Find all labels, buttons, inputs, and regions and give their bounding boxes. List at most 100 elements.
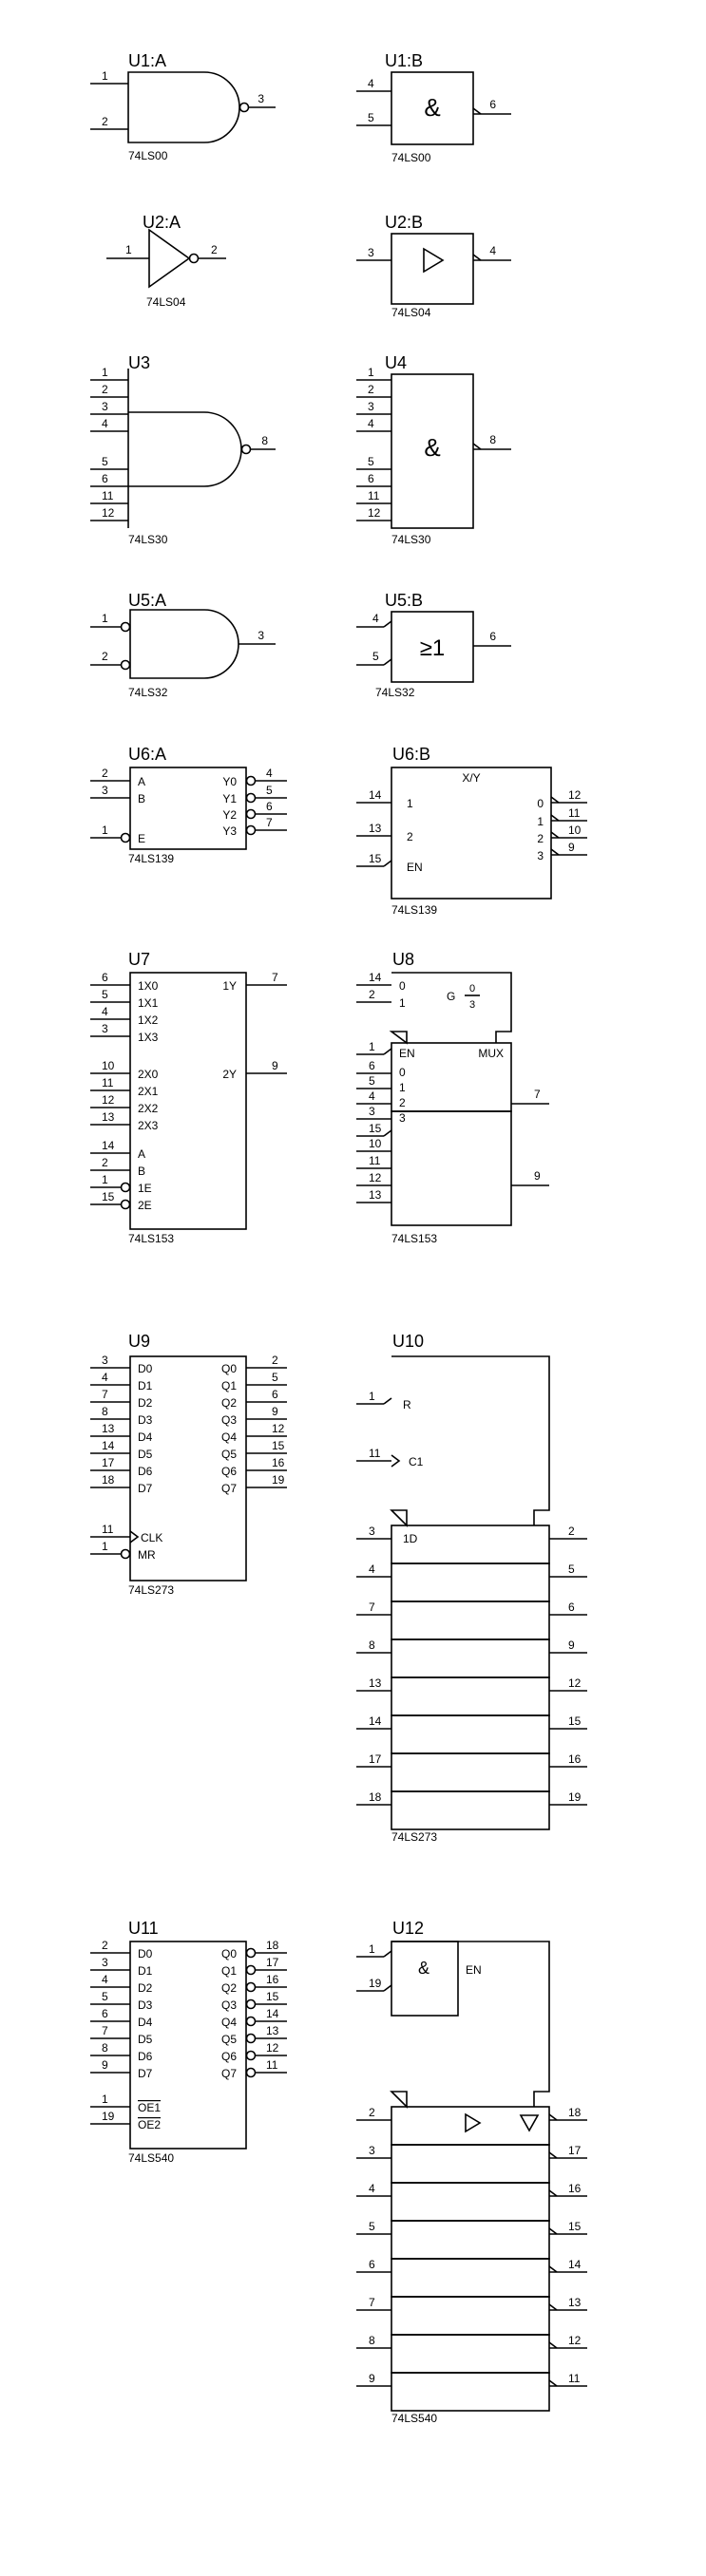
pin-number: 12	[568, 1676, 582, 1690]
part-number: 74LS540	[391, 2412, 437, 2425]
pin-label: D0	[138, 1947, 153, 1960]
buffer-triangle	[423, 247, 445, 274]
pin-number: 2	[102, 115, 108, 128]
pin-label: Y1	[222, 792, 237, 805]
pin-label: D0	[138, 1362, 153, 1375]
pin-number: 11	[369, 1447, 381, 1460]
active-low-indicator	[548, 2379, 558, 2387]
register-cell	[391, 1714, 550, 1754]
pin-number: 7	[272, 971, 278, 984]
function-symbol: &	[418, 1959, 429, 1978]
pin-number: 7	[266, 816, 273, 829]
pin-number: 13	[369, 822, 382, 835]
inversion-bubble	[120, 1199, 131, 1210]
pin-number: 5	[369, 1074, 375, 1088]
u7-multiplexer: U761X051X141X231X3102X0112X1122X2132X314…	[90, 950, 287, 1245]
pin-label: 1X2	[138, 1013, 159, 1027]
pin-label: B	[138, 1165, 145, 1178]
active-low-indicator	[472, 107, 482, 115]
u9-register: U93D04D17D28D313D414D517D618D711CLK1MR2Q…	[90, 1332, 287, 1597]
register-cell	[391, 1638, 550, 1678]
pin-number: 4	[368, 417, 374, 430]
part-number: 74LS273	[391, 1830, 437, 1844]
reference-designator: U6:B	[392, 745, 430, 764]
pin-number: 6	[368, 472, 374, 485]
pin-number: 1	[368, 366, 374, 379]
pin-number: 3	[368, 246, 374, 259]
pin-label: Q3	[221, 1998, 237, 2012]
pin-number: 1	[369, 1942, 375, 1956]
pin-number: 17	[266, 1956, 279, 1969]
pin-number: 11	[568, 806, 581, 820]
pin-label: EN	[407, 861, 423, 874]
pin-number: 4	[372, 612, 379, 625]
pin-label: 2	[537, 832, 544, 845]
reference-designator: U5:B	[385, 591, 423, 610]
clock-indicator	[129, 1530, 140, 1544]
pin-number: 12	[568, 2334, 582, 2347]
inversion-bubble	[245, 824, 257, 836]
reference-designator: U5:A	[128, 591, 166, 610]
pin-number: 4	[369, 2182, 375, 2195]
pin-number: 11	[266, 2058, 278, 2072]
pin-number: 5	[368, 111, 374, 124]
pin-number: 12	[266, 2041, 279, 2055]
inversion-bubble	[188, 253, 200, 264]
pin-number: 3	[102, 400, 108, 413]
pin-label: 2X0	[138, 1068, 159, 1081]
pin-number: 4	[102, 1005, 108, 1018]
pin-number: 6	[102, 472, 108, 485]
pin-label: Y3	[222, 824, 237, 838]
pin-number: 16	[568, 2182, 582, 2195]
pin-number: 7	[534, 1088, 541, 1101]
pin-label: D4	[138, 2016, 153, 2029]
pin-number: 4	[102, 417, 108, 430]
pin-number: 2	[369, 2106, 375, 2119]
register-cell	[391, 1676, 550, 1716]
pin-number: 9	[272, 1059, 278, 1072]
inversion-bubble	[120, 1548, 131, 1560]
pin-number: 2	[369, 988, 375, 1001]
pin-label: 2	[407, 830, 413, 843]
pin-number: 6	[272, 1388, 278, 1401]
active-low-indicator	[548, 2227, 558, 2235]
control-block	[390, 1355, 550, 1527]
function-symbol: &	[424, 433, 440, 462]
inversion-bubble	[120, 621, 131, 633]
inversion-bubble	[245, 2033, 257, 2044]
reference-designator: U1:B	[385, 51, 423, 70]
active-low-indicator	[472, 254, 482, 261]
pin-label: 1D	[403, 1532, 418, 1545]
pin-label: B	[138, 792, 145, 805]
pin-number: 9	[568, 1638, 575, 1652]
block-outline	[391, 767, 552, 900]
part-number: 74LS32	[128, 686, 168, 699]
pin-label: 2X3	[138, 1119, 159, 1132]
pin-number: 5	[369, 2220, 375, 2233]
active-low-indicator	[548, 2151, 558, 2159]
reference-designator: U11	[128, 1919, 159, 1938]
inversion-bubble	[245, 808, 257, 820]
pin-label: Q1	[221, 1379, 237, 1392]
pin-number: 6	[266, 800, 273, 813]
active-low-indicator	[550, 831, 560, 839]
pin-number: 18	[102, 1473, 115, 1487]
pin-number: 14	[102, 1439, 115, 1452]
pin-number: 2	[102, 650, 108, 663]
function-symbol: ≥1	[420, 635, 446, 661]
function-symbol: X/Y	[462, 771, 480, 785]
pin-number: 2	[368, 383, 374, 396]
part-number: 74LS153	[128, 1232, 174, 1245]
pin-number: 11	[568, 2372, 581, 2385]
pin-number: 12	[272, 1422, 285, 1435]
pin-number: 13	[369, 1676, 382, 1690]
part-number: 74LS00	[128, 149, 168, 162]
pin-number: 3	[258, 92, 264, 105]
pin-number: 7	[102, 1388, 108, 1401]
active-low-indicator	[548, 2341, 558, 2349]
pin-number: 8	[102, 1405, 108, 1418]
part-number: 74LS30	[391, 533, 431, 546]
pin-label: 1X1	[138, 996, 159, 1010]
gate-outline	[127, 71, 240, 143]
pin-number: 5	[368, 455, 374, 468]
